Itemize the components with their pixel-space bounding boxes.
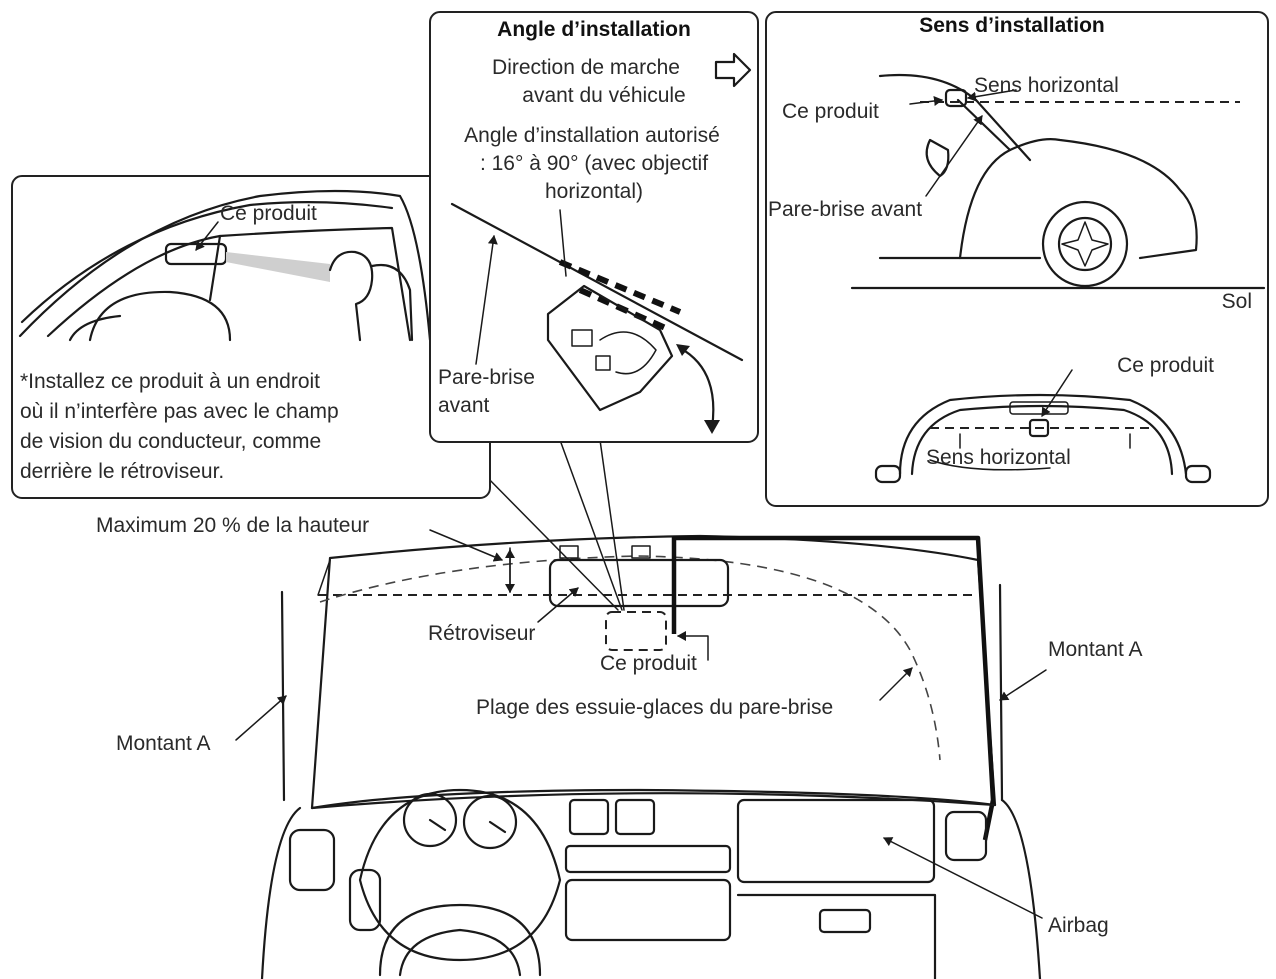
product-position [605, 611, 667, 651]
ground-label: Sol [1222, 290, 1252, 313]
direction-text-2: avant du véhicule [522, 84, 685, 107]
cabin-note-2: où il n’interfère pas avec le champ [20, 400, 339, 423]
airbag-panel [736, 798, 936, 884]
main-product-label: Ce produit [600, 652, 697, 675]
pillar-right-label: Montant A [1048, 638, 1143, 661]
cabin-product-label: Ce produit [220, 202, 317, 225]
direction-arrow-icon [714, 52, 752, 88]
camera-product [546, 284, 674, 412]
steering-wheel [378, 903, 542, 977]
front-product [1028, 418, 1050, 438]
rearview-mirror [548, 558, 730, 608]
wiper-range-arc [319, 555, 941, 761]
windshield-side-label: Pare-brise avant [768, 198, 922, 221]
cabin-illustration [18, 189, 432, 342]
wiper-range-label: Plage des essuie-glaces du pare-brise [476, 696, 833, 719]
power-cable [671, 535, 996, 841]
car-wheel [1041, 200, 1129, 288]
horizontal-side-label: Sens horizontal [974, 74, 1119, 97]
angle-title: Angle d’installation [497, 18, 691, 41]
allowed-text-2: : 16° à 90° (avec objectif [480, 152, 708, 175]
cabin-note-1: *Installez ce produit à un endroit [20, 370, 320, 393]
windshield-label-1: Pare-brise [438, 366, 535, 389]
mirror-label: Rétroviseur [428, 622, 535, 645]
windshield-line [450, 202, 744, 362]
product-front-label: Ce produit [1117, 354, 1214, 377]
direction-title: Sens d’installation [919, 14, 1105, 37]
airbag-label: Airbag [1048, 914, 1109, 937]
allowed-text-3: horizontal) [545, 180, 643, 203]
side-car-illustration [850, 73, 1266, 290]
front-car-illustration [874, 393, 1212, 484]
horizontal-front-label: Sens horizontal [926, 446, 1071, 469]
cabin-note-3: de vision du conducteur, comme [20, 430, 321, 453]
angle-panel [429, 11, 759, 443]
cabin-note-4: derrière le rétroviseur. [20, 460, 224, 483]
windshield-label-2: avant [438, 394, 490, 417]
allowed-text-1: Angle d’installation autorisé [464, 124, 720, 147]
dashboard-illustration [260, 534, 1042, 979]
a-pillar-right [998, 583, 1004, 802]
product-side-label: Ce produit [782, 100, 879, 123]
max-height-label: Maximum 20 % de la hauteur [96, 514, 369, 537]
direction-text-1: Direction de marche [492, 56, 680, 79]
a-pillar-left [280, 590, 286, 802]
pillar-left-label: Montant A [116, 732, 211, 755]
